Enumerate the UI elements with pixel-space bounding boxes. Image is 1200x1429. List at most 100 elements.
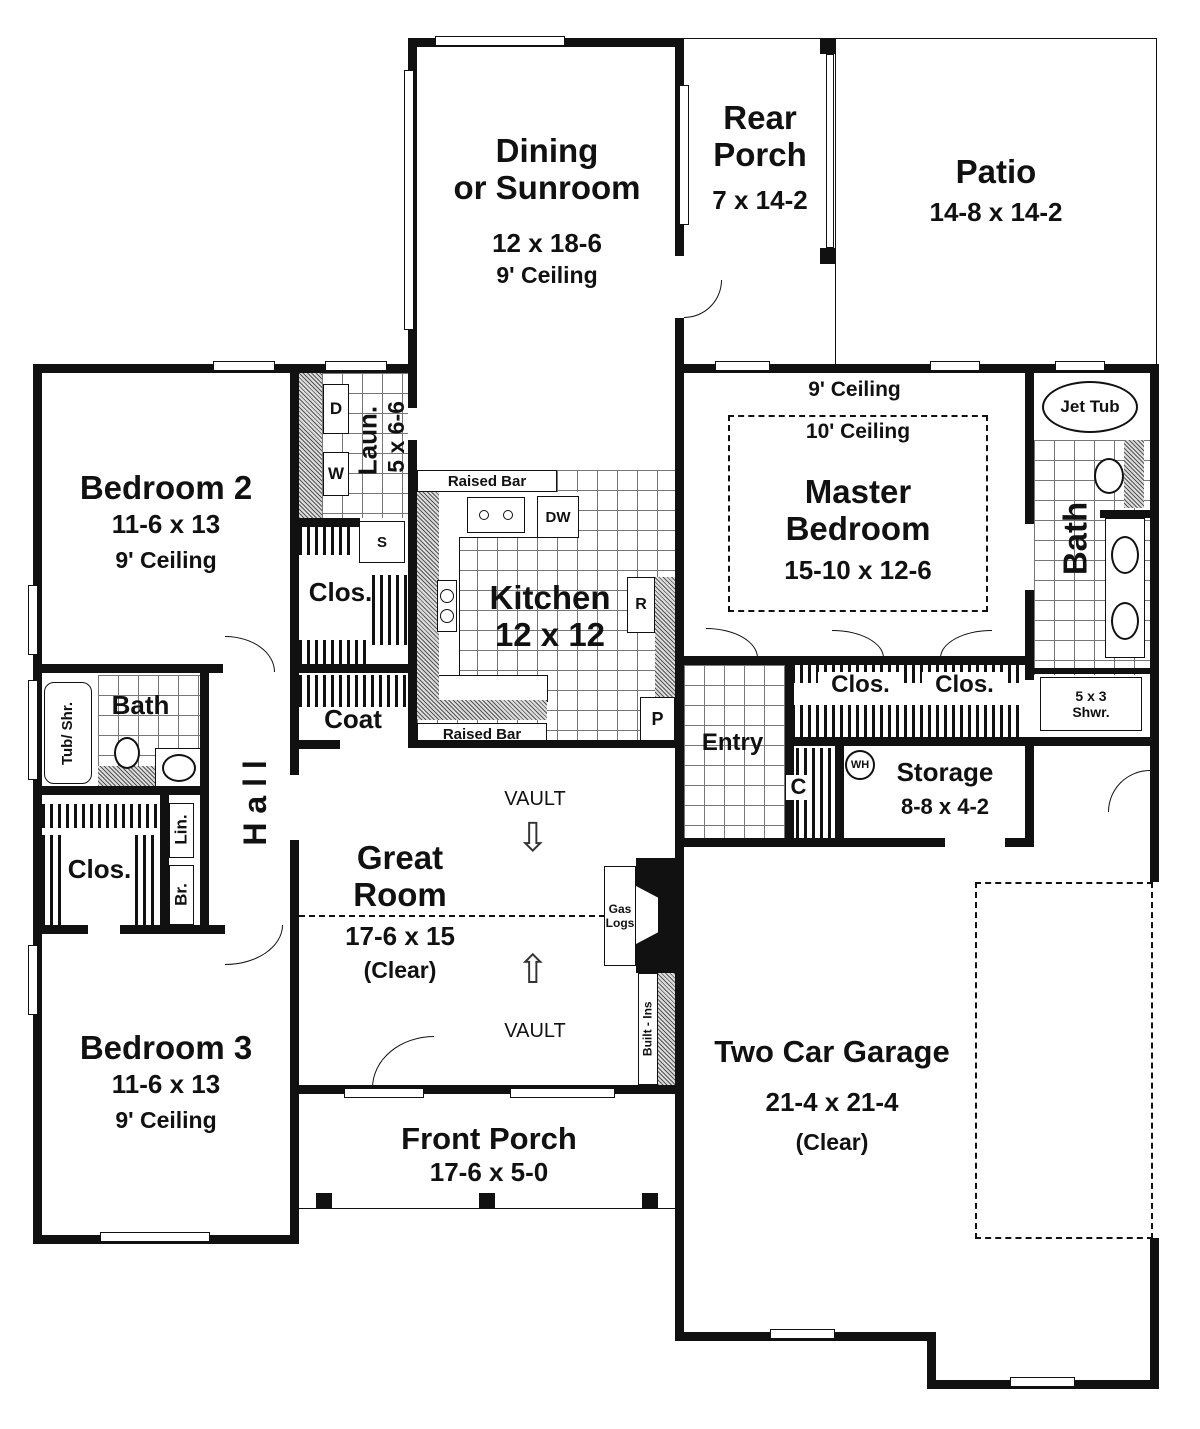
wall bbox=[835, 838, 945, 847]
dining-name-line2: or Sunroom bbox=[453, 168, 641, 206]
wall bbox=[290, 664, 299, 744]
wall bbox=[675, 656, 1035, 665]
refrigerator: R bbox=[627, 577, 655, 633]
porch-post bbox=[820, 248, 836, 264]
fireplace-line1: Gas bbox=[608, 902, 632, 916]
firebox bbox=[636, 886, 658, 944]
wall bbox=[785, 656, 794, 846]
kitchen-name: Kitchen bbox=[489, 579, 611, 616]
wall bbox=[1034, 668, 1154, 674]
door-swing bbox=[1108, 770, 1150, 812]
closet-rod bbox=[299, 527, 355, 555]
wall bbox=[408, 368, 417, 408]
wall bbox=[785, 737, 1035, 746]
bedroom3-size: 11-6 x 13 bbox=[111, 1069, 221, 1099]
window bbox=[770, 1329, 835, 1339]
wall bbox=[675, 318, 684, 368]
wall bbox=[1100, 510, 1150, 518]
wall bbox=[1025, 740, 1034, 847]
wall bbox=[408, 740, 684, 748]
great-room-name: Great Room bbox=[300, 839, 500, 914]
master-closet1-name: Clos. bbox=[818, 671, 903, 699]
pantry: P bbox=[640, 697, 675, 741]
great-room-size: 17-6 x 15 bbox=[345, 921, 455, 951]
bath2-name: Bath bbox=[111, 690, 170, 720]
washer: W bbox=[323, 452, 349, 496]
door-swing bbox=[940, 630, 992, 658]
window bbox=[100, 1232, 210, 1242]
raised-bar-top: Raised Bar bbox=[417, 470, 557, 492]
bath2-counter bbox=[98, 766, 158, 786]
window bbox=[1010, 1377, 1075, 1387]
closet-rod bbox=[792, 705, 1022, 737]
wall bbox=[1150, 364, 1159, 844]
porch-post bbox=[820, 38, 836, 54]
porch-edge bbox=[299, 1208, 679, 1210]
laundry-name: Laun. bbox=[352, 405, 383, 476]
dining-room-name: Dining or Sunroom bbox=[417, 132, 677, 207]
master-size: 15-10 x 12-6 bbox=[784, 555, 932, 585]
wall bbox=[290, 840, 299, 1240]
tub-shower-label: Tub/ Shr. bbox=[59, 701, 77, 765]
bedroom2-name: Bedroom 2 bbox=[79, 469, 253, 506]
wall bbox=[290, 740, 340, 749]
vault-bottom-label: VAULT bbox=[504, 1020, 566, 1042]
shower-size: 5 x 3 bbox=[1075, 688, 1107, 704]
closet-rod bbox=[299, 675, 407, 707]
kitchen-counter-bottom bbox=[439, 675, 548, 702]
window bbox=[344, 1088, 424, 1098]
rear-porch-size: 7 x 14-2 bbox=[712, 185, 808, 215]
entry-floor bbox=[684, 665, 785, 840]
wall bbox=[120, 925, 225, 934]
dining-size: 12 x 18-6 bbox=[492, 228, 602, 258]
shower: 5 x 3 Shwr. bbox=[1040, 677, 1142, 731]
built-ins-label: Built - Ins bbox=[640, 1001, 655, 1057]
porch-post bbox=[642, 1193, 658, 1209]
coat-closet-name: Coat bbox=[324, 704, 382, 734]
storage-size: 8-8 x 4-2 bbox=[900, 794, 990, 819]
water-heater: WH bbox=[845, 750, 875, 780]
great-room-line2: Room bbox=[353, 875, 447, 913]
wall bbox=[200, 673, 209, 933]
window bbox=[679, 85, 689, 225]
storage-name: Storage bbox=[896, 757, 994, 787]
dishwasher: DW bbox=[537, 496, 579, 538]
wall bbox=[1025, 590, 1034, 680]
wall bbox=[835, 740, 844, 847]
wall bbox=[675, 364, 1158, 373]
closet-rod bbox=[42, 804, 160, 828]
window bbox=[510, 1088, 615, 1098]
vault-arrow-up-icon: ⇧ bbox=[516, 948, 550, 992]
garage-door-outline bbox=[975, 882, 1153, 1239]
master-ceiling-outer: 9' Ceiling bbox=[808, 378, 901, 401]
railing bbox=[826, 54, 834, 248]
wall bbox=[33, 664, 223, 673]
window bbox=[1055, 361, 1105, 371]
laundry-size: 5 x 6-6 bbox=[383, 401, 410, 473]
door-swing bbox=[225, 636, 275, 672]
toilet bbox=[1094, 458, 1124, 494]
wall bbox=[1025, 737, 1159, 746]
fireplace-line2: Logs bbox=[605, 916, 635, 930]
kitchen-counter-left bbox=[417, 492, 439, 720]
door-swing bbox=[225, 925, 283, 965]
bedroom3-ceiling: 9' Ceiling bbox=[115, 1107, 217, 1133]
laundry-counter bbox=[299, 373, 322, 518]
vanity bbox=[1105, 518, 1145, 658]
window bbox=[28, 585, 38, 655]
built-ins-hatch bbox=[658, 973, 676, 1085]
entry-closet-name: C bbox=[786, 774, 811, 800]
front-porch-size: 17-6 x 5-0 bbox=[429, 1157, 549, 1187]
patio-size: 14-8 x 14-2 bbox=[929, 197, 1063, 227]
master-ceiling-inner: 10' Ceiling bbox=[805, 420, 911, 443]
door-swing bbox=[372, 1036, 434, 1088]
toilet-wall bbox=[1124, 440, 1144, 508]
built-ins bbox=[638, 973, 658, 1085]
linen-closet bbox=[169, 803, 194, 858]
cooktop bbox=[437, 580, 457, 632]
kitchen-counter-right bbox=[655, 577, 675, 697]
porch-post bbox=[479, 1193, 495, 1209]
closet-rod bbox=[135, 835, 157, 925]
broom-name: Br. bbox=[171, 883, 191, 906]
patio-name: Patio bbox=[955, 153, 1037, 190]
